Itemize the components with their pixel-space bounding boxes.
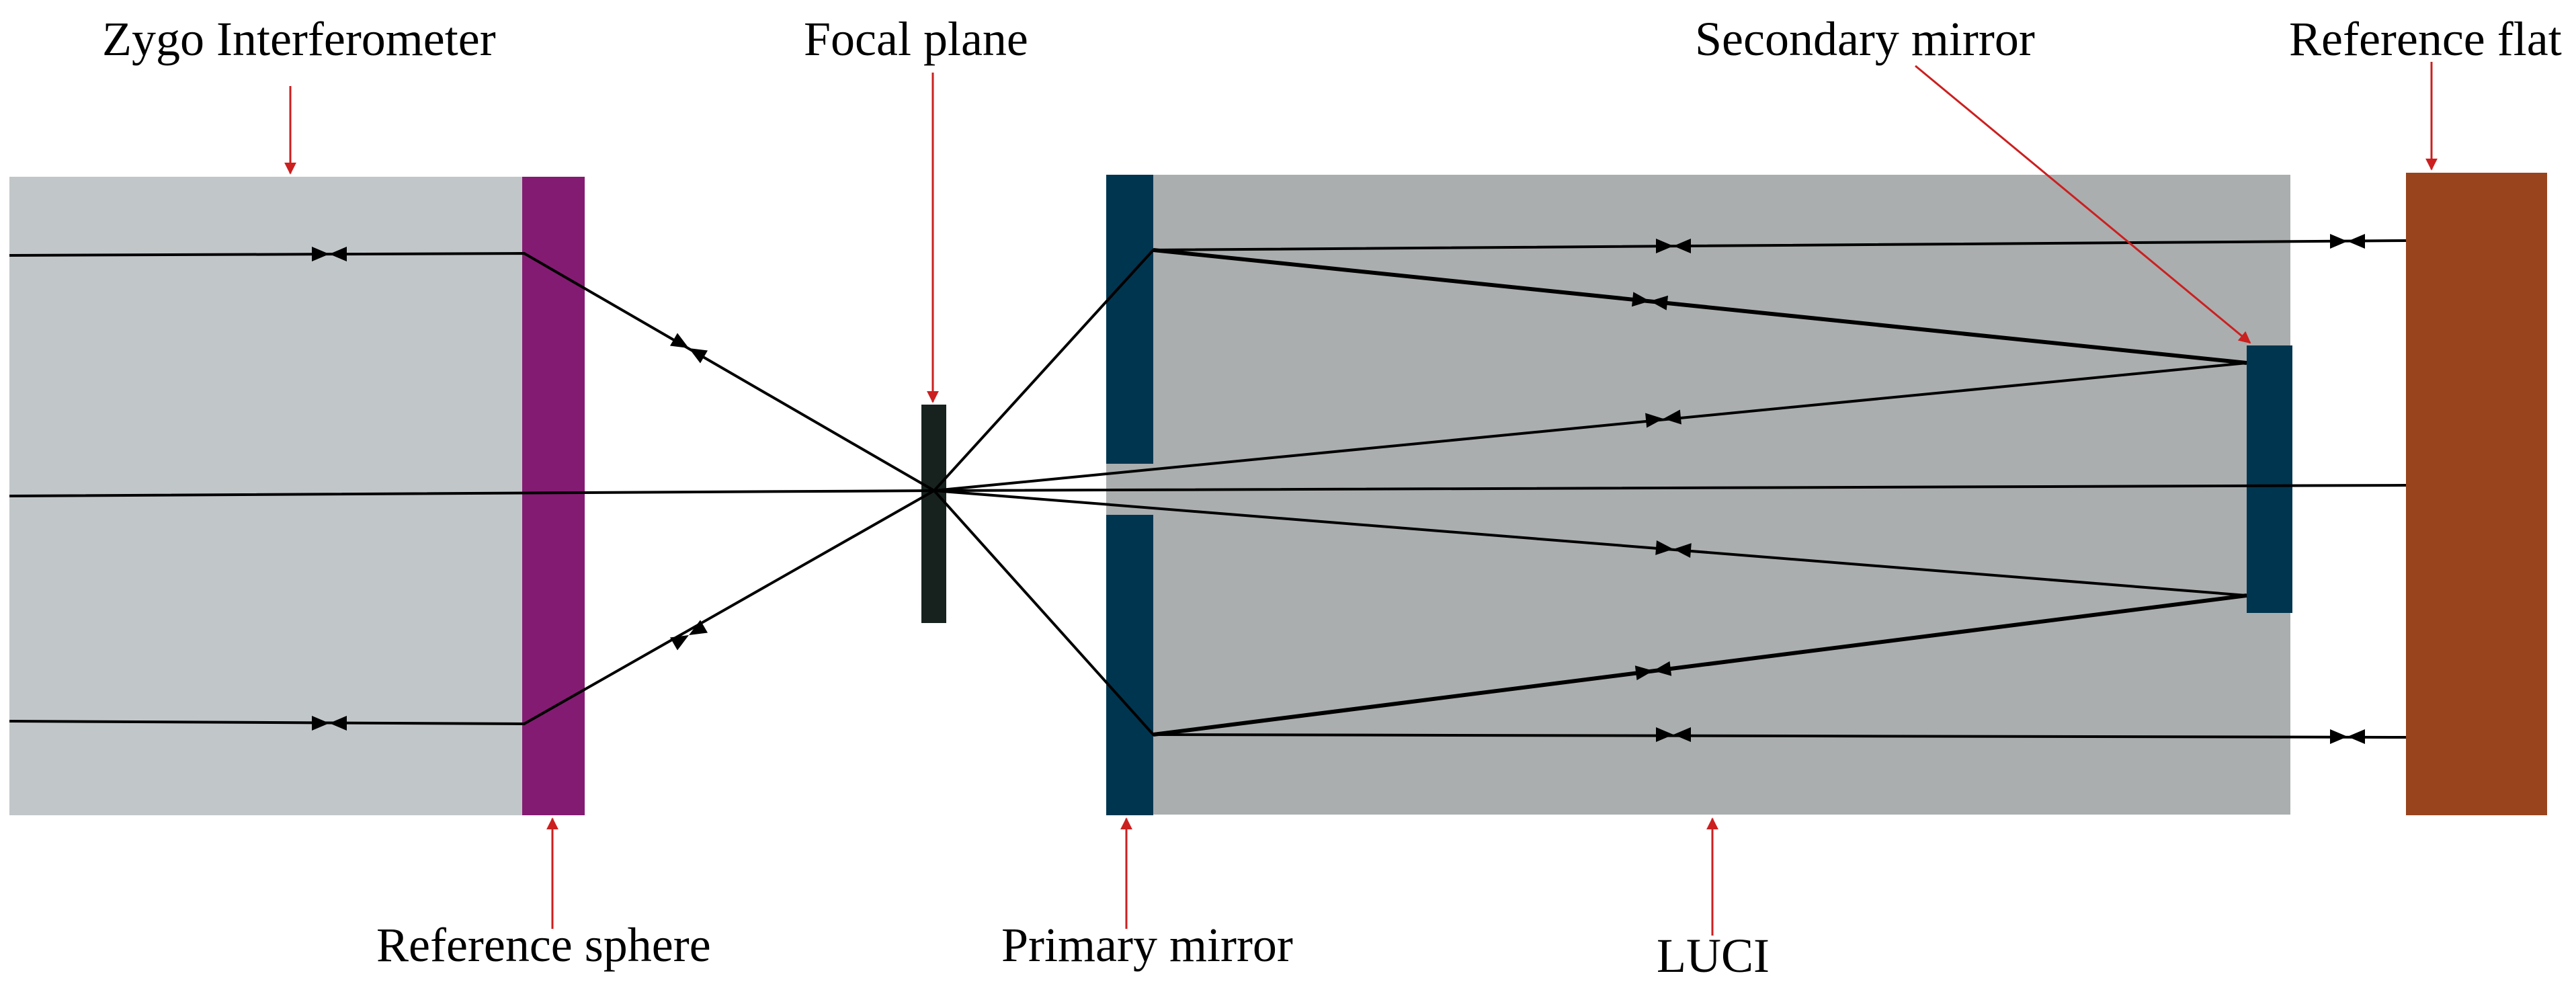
reference-sphere-label: Reference sphere <box>376 918 711 972</box>
secondary-mirror-pointer <box>1915 65 2251 344</box>
focal-plane-label: Focal plane <box>804 12 1028 66</box>
double-arrow-icon <box>1634 661 1672 681</box>
double-arrow-icon <box>312 247 347 261</box>
double-arrow-icon <box>1655 540 1692 559</box>
light-rays <box>9 239 2407 739</box>
luci-body <box>1106 175 2290 815</box>
reference-flat-label: Reference flat <box>2289 12 2562 66</box>
pointer-arrows <box>284 62 2438 936</box>
secondary-mirror <box>2247 345 2292 613</box>
zygo-interferometer-label: Zygo Interferometer <box>102 12 496 66</box>
double-arrow-icon <box>1645 409 1681 428</box>
reference-flat <box>2406 173 2547 815</box>
ray-secondary-lower <box>1153 593 2247 737</box>
primary-mirror-label: Primary mirror <box>1001 918 1293 972</box>
secondary-mirror-label: Secondary mirror <box>1695 12 2035 66</box>
ray-direction-markers <box>312 234 2365 744</box>
ray-secondary-upper <box>1153 248 2247 365</box>
primary-mirror-lower <box>1106 515 1153 815</box>
double-arrow-icon <box>2330 729 2365 744</box>
ray-secondary-return-upper <box>933 362 2247 492</box>
double-arrow-icon <box>2330 234 2365 249</box>
ray-secondary-return-lower <box>933 489 2247 597</box>
double-arrow-icon <box>312 716 347 731</box>
double-arrow-icon <box>669 333 708 364</box>
double-arrow-icon <box>1656 239 1691 253</box>
primary-mirror-upper <box>1106 175 1153 464</box>
double-arrow-icon <box>669 620 708 651</box>
focal-plane-plate <box>921 405 946 623</box>
luci-label: LUCI <box>1657 929 1770 983</box>
double-arrow-icon <box>1631 292 1669 311</box>
double-arrow-icon <box>1656 727 1691 742</box>
